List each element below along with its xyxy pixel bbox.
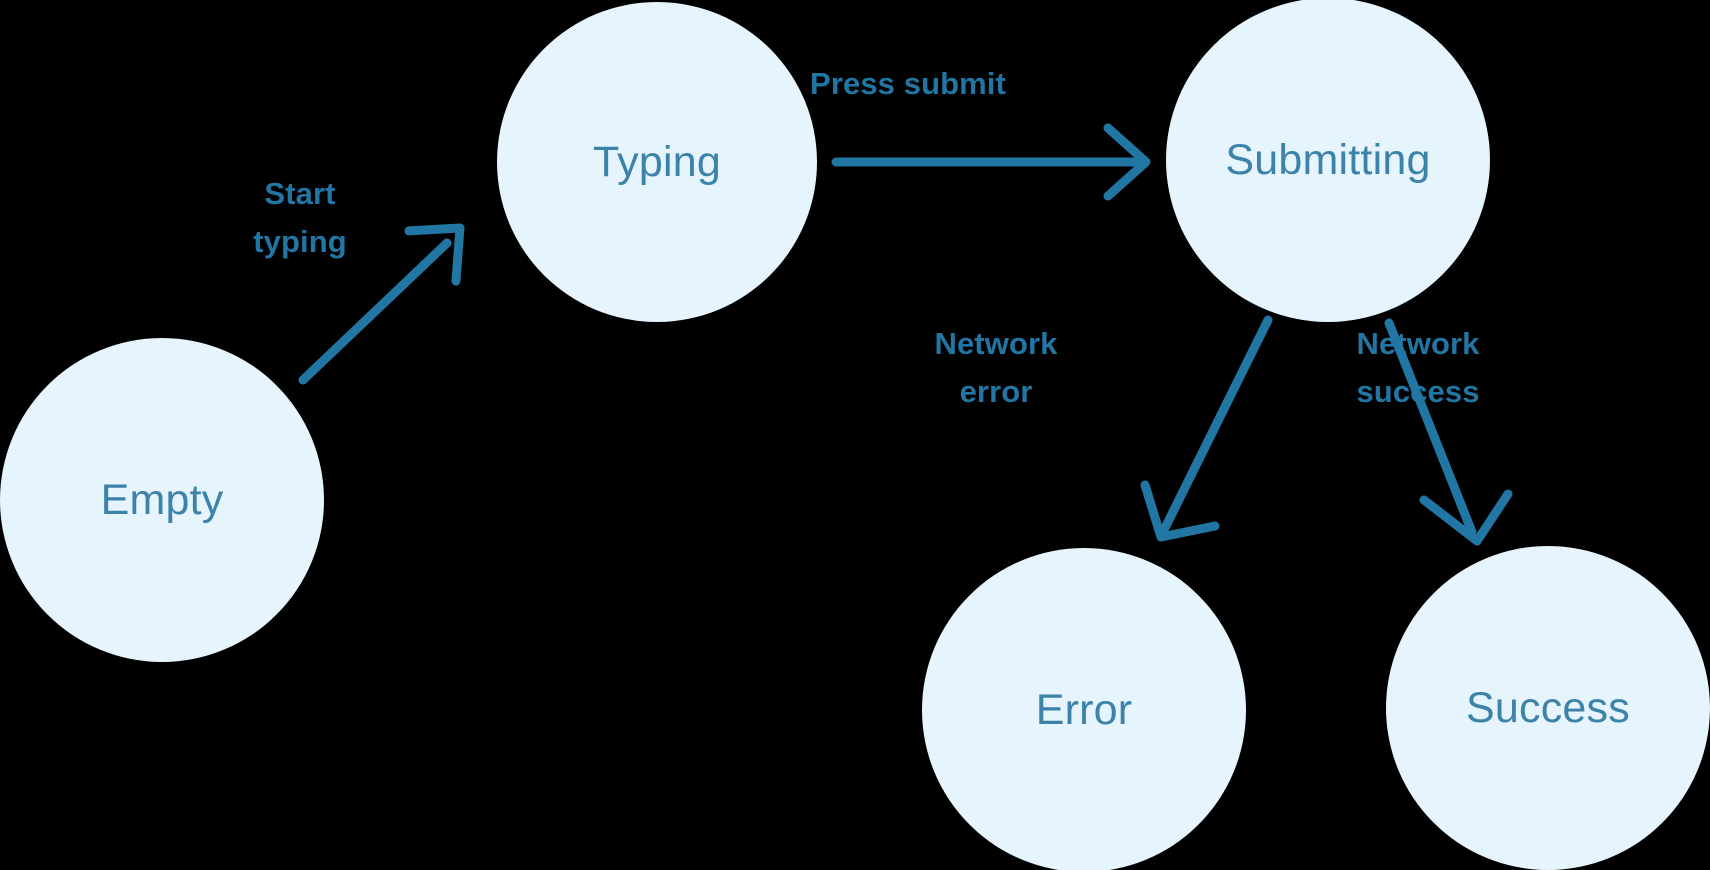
state-node-label: Error: [1035, 685, 1133, 734]
state-node-label: Typing: [593, 137, 721, 186]
edge-line: [1384, 318, 1477, 537]
arrowhead-icon: [1103, 123, 1151, 201]
arrowhead-icon: [1419, 489, 1513, 546]
edge-label-press-submit: Press submit: [810, 66, 1006, 101]
state-node-label: Success: [1466, 683, 1630, 732]
edge-line: [1160, 315, 1273, 533]
state-node-label: Submitting: [1225, 135, 1431, 184]
edge-typing-to-submitting: [831, 123, 1151, 201]
state-node-label: Empty: [100, 475, 224, 524]
edge-label-network-success: Network success: [1356, 326, 1480, 410]
edge-label-start-typing: Start typing: [253, 176, 347, 260]
arrowhead-icon: [404, 223, 465, 286]
state-node-empty[interactable]: Empty: [0, 338, 324, 662]
edge-line: [298, 238, 452, 385]
edge-submitting-to-error: [1140, 315, 1273, 542]
arrowhead-icon: [1140, 480, 1220, 542]
edge-submitting-to-success: [1384, 318, 1513, 546]
edge-label-network-error: Network error: [934, 326, 1058, 410]
state-node-submitting[interactable]: Submitting: [1166, 0, 1490, 322]
state-node-error[interactable]: Error: [922, 548, 1246, 870]
edge-empty-to-typing: [298, 223, 465, 385]
state-node-typing[interactable]: Typing: [497, 2, 817, 322]
state-node-success[interactable]: Success: [1386, 546, 1710, 870]
